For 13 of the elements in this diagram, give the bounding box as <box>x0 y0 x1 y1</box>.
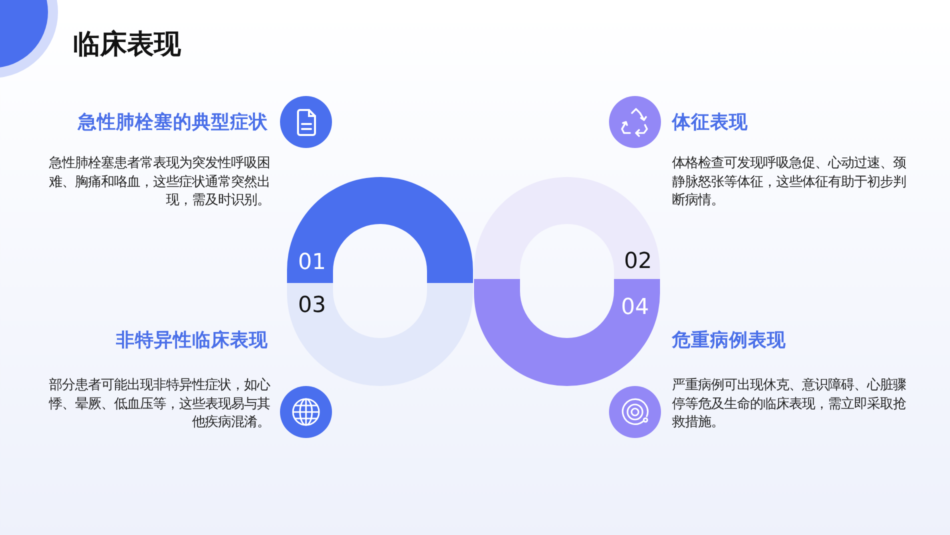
section-heading: 危重病例表现 <box>672 328 786 352</box>
description-text: 严重病例可出现休克、意识障碍、心脏骤停等危及生命的临床表现，需立即采取抢救措施。 <box>672 376 907 431</box>
section-heading: 体征表现 <box>672 110 748 134</box>
step-number: 03 <box>298 293 326 319</box>
description-text: 部分患者可能出现非特异性症状，如心悸、晕厥、低血压等，这些表现易与其他疾病混淆。 <box>48 376 270 431</box>
section-heading: 急性肺栓塞的典型症状 <box>78 110 268 134</box>
section-heading: 非特异性临床表现 <box>116 328 268 352</box>
slide-title: 临床表现 <box>73 28 181 61</box>
step-number: 01 <box>298 250 326 276</box>
step-number: 02 <box>624 249 652 275</box>
step-number: 04 <box>621 295 649 321</box>
description-text: 急性肺栓塞患者常表现为突发性呼吸困难、胸痛和咯血，这些症状通常突然出现，需及时识别。 <box>48 154 270 209</box>
description-text: 体格检查可发现呼吸急促、心动过速、颈静脉怒张等体征，这些体征有助于初步判断病情。 <box>672 154 907 209</box>
